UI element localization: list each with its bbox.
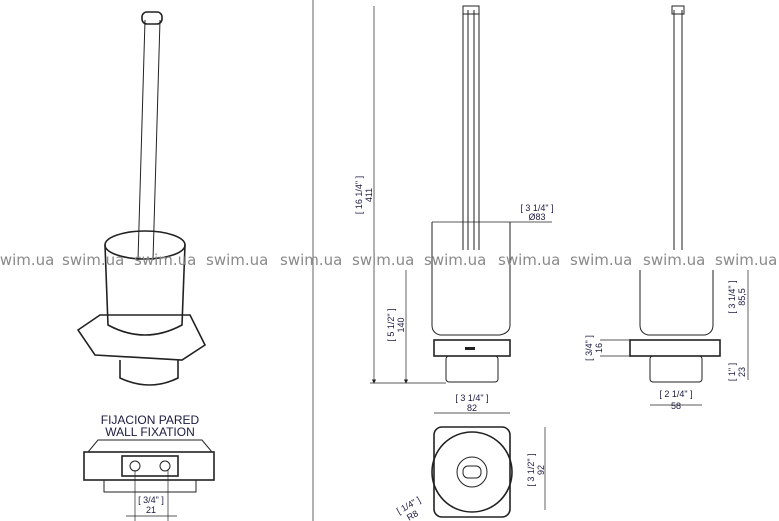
dim-wall-fix-mm: 21 xyxy=(146,505,156,515)
dim-total-mm: 411 xyxy=(364,188,374,202)
watermark-text: swim.ua xyxy=(643,251,705,269)
dim-side-width-inch: [ 2 1/4" ] xyxy=(659,389,692,399)
dim-total-inch: [ 16 1/4" ] xyxy=(354,176,364,214)
front-view xyxy=(370,5,552,384)
watermark-text: swim.ua xyxy=(134,251,196,269)
watermark-text: swim.ua xyxy=(498,251,560,269)
dim-base-mm: 140 xyxy=(396,317,406,332)
dim-base-inch: [ 5 1/2" ] xyxy=(386,308,396,341)
dim-side-upper-inch: [ 3 1/4" ] xyxy=(727,280,737,313)
watermark-text: swim.ua xyxy=(206,251,268,269)
dim-side-upper-mm: 85,5 xyxy=(737,288,747,306)
dim-flange-mm: 16 xyxy=(594,343,604,353)
caption-line2: WALL FIXATION xyxy=(105,425,195,439)
watermark-text: swim.ua xyxy=(62,251,124,269)
watermark-text: swim.ua xyxy=(0,251,54,269)
watermark-text: swim.ua xyxy=(280,251,342,269)
dim-lower-mm: 23 xyxy=(737,367,747,377)
dim-wall-fix-inch: [ 3/4" ] xyxy=(138,495,164,505)
dim-diameter-inch: [ 3 1/4" ] xyxy=(520,203,553,213)
dim-depth-mm: 92 xyxy=(536,465,546,475)
wall-fixation-view xyxy=(83,439,215,521)
watermark-row: swim.ua swim.ua swim.ua swim.ua swim.ua swim.… xyxy=(0,251,777,269)
caption-line1: FIJACION PARED xyxy=(101,413,200,427)
perspective-view xyxy=(76,11,207,386)
top-view xyxy=(431,412,546,518)
dim-width-inch: [ 3 1/4" ] xyxy=(455,393,488,403)
dim-radius-mm: R8 xyxy=(405,508,420,521)
dim-diameter-mm: Ø83 xyxy=(528,212,545,222)
side-view xyxy=(600,5,749,406)
dim-lower-inch: [ 1" ] xyxy=(727,363,737,381)
watermark-text: swim.ua xyxy=(570,251,632,269)
dim-side-width-mm: 58 xyxy=(671,401,681,411)
watermark-text: swim.ua xyxy=(424,251,486,269)
watermark-text: swim.ua xyxy=(352,251,414,269)
watermark-text: swim.ua xyxy=(715,251,777,269)
dim-flange-inch: [ 3/4" ] xyxy=(584,335,594,361)
dim-width-mm: 82 xyxy=(467,403,477,413)
dim-depth-inch: [ 3 1/2" ] xyxy=(526,453,536,486)
